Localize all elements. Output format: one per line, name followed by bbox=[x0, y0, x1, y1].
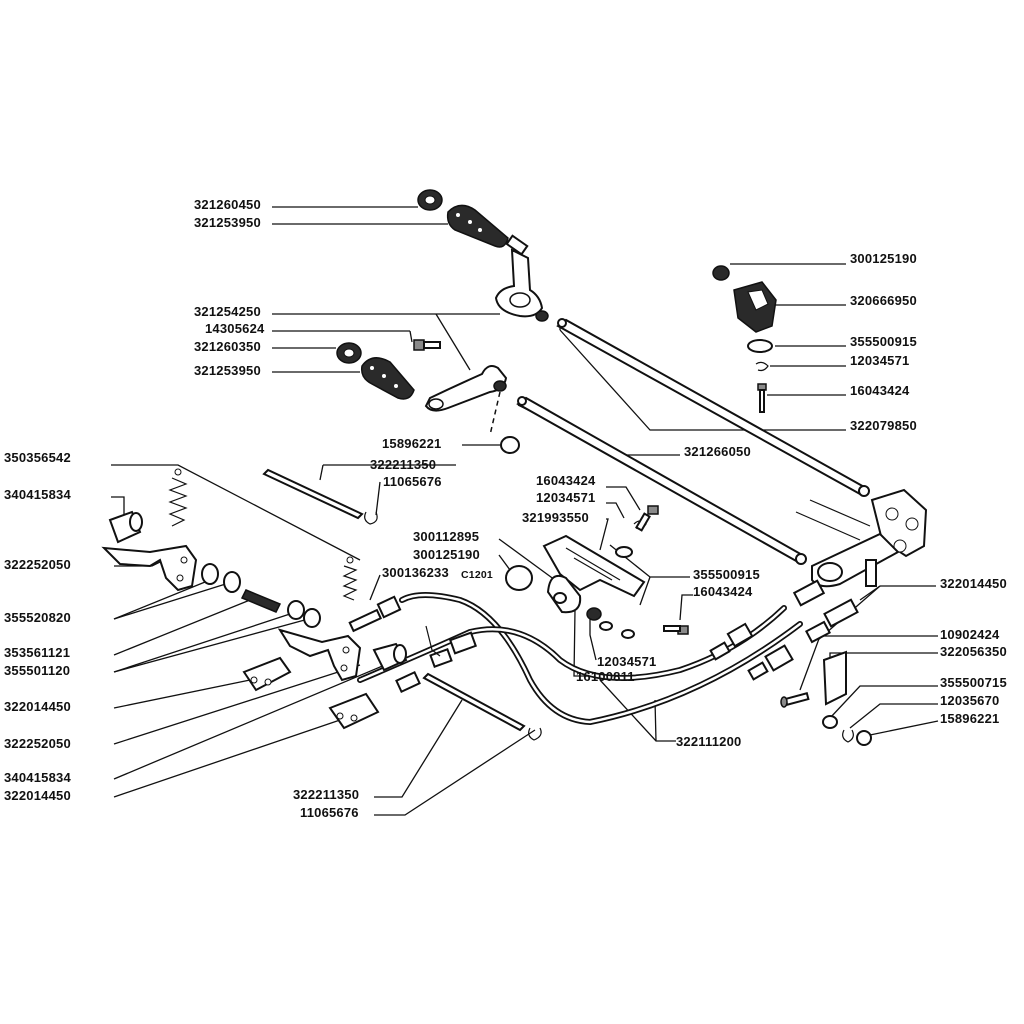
part-number-label: 16100811 bbox=[576, 669, 635, 684]
part-number-label: 14305624 bbox=[205, 321, 265, 336]
part-number-label: 321260450 bbox=[194, 197, 261, 212]
part-number-label: 300125190 bbox=[413, 547, 480, 562]
bolt-part bbox=[413, 339, 425, 351]
part-number-label: 16043424 bbox=[536, 473, 596, 488]
part-number-label: 322079850 bbox=[850, 418, 917, 433]
part-number-label: 321260350 bbox=[194, 339, 261, 354]
knob-part bbox=[446, 204, 509, 248]
part-number-label: 322111200 bbox=[676, 734, 742, 749]
left-parts bbox=[101, 468, 408, 730]
part-number-label: 355501120 bbox=[4, 663, 71, 678]
part-number-label: 12035670 bbox=[940, 693, 1000, 708]
clevis-part bbox=[328, 692, 380, 730]
center-bracket bbox=[505, 505, 689, 639]
part-number-label: 355500915 bbox=[850, 334, 917, 349]
part-number-label: 15896221 bbox=[940, 711, 1000, 726]
right-lower-parts bbox=[780, 650, 872, 746]
part-number-label: 321254250 bbox=[194, 304, 261, 319]
part-number-label: 11065676 bbox=[383, 474, 442, 489]
part-number-label: 322014450 bbox=[940, 576, 1007, 591]
part-number-label: 355500915 bbox=[693, 567, 760, 582]
part-number-label: 300112895 bbox=[413, 529, 480, 544]
part-number-label: 322211350 bbox=[293, 787, 360, 802]
part-number-label: 10902424 bbox=[940, 627, 1000, 642]
part-number-label: 16043424 bbox=[850, 383, 910, 398]
part-number-suffix-label: C1201 bbox=[461, 569, 493, 581]
part-number-label: 320666950 bbox=[850, 293, 917, 308]
part-number-label: 321253950 bbox=[194, 363, 261, 378]
part-number-label: 322252050 bbox=[4, 557, 71, 572]
part-number-label: 340415834 bbox=[4, 770, 71, 785]
part-number-label: 340415834 bbox=[4, 487, 71, 502]
lever-plate-part bbox=[277, 628, 362, 682]
part-number-label: 16043424 bbox=[693, 584, 753, 599]
selector-rods bbox=[516, 318, 870, 565]
part-number-label: 321993550 bbox=[522, 510, 589, 525]
part-number-label: 322014450 bbox=[4, 699, 71, 714]
part-number-label: 355500715 bbox=[940, 675, 1007, 690]
leader-lines bbox=[111, 206, 939, 816]
part-number-label: 12034571 bbox=[597, 654, 657, 669]
part-number-label: 322056350 bbox=[940, 644, 1007, 659]
part-number-label: 321266050 bbox=[684, 444, 751, 459]
part-number-label: 300125190 bbox=[850, 251, 917, 266]
lever-plate-part bbox=[101, 544, 198, 592]
bush-part bbox=[500, 436, 520, 454]
part-number-label: 350356542 bbox=[4, 450, 71, 465]
knob-part bbox=[360, 357, 415, 400]
nut-part bbox=[424, 195, 436, 205]
upper-lever-assembly bbox=[336, 189, 549, 454]
part-number-label: 12034571 bbox=[850, 353, 910, 368]
cables bbox=[348, 579, 859, 726]
right-upper-parts bbox=[712, 265, 928, 588]
part-number-label: 355520820 bbox=[4, 610, 71, 625]
part-number-label: 322014450 bbox=[4, 788, 71, 803]
part-number-label: 11065676 bbox=[300, 805, 359, 820]
part-number-label: 322211350 bbox=[370, 457, 437, 472]
short-rods bbox=[262, 468, 542, 741]
lever-arm-part bbox=[424, 365, 508, 412]
part-number-label: 353561121 bbox=[4, 645, 71, 660]
part-number-label: 321253950 bbox=[194, 215, 261, 230]
part-number-label: 15896221 bbox=[382, 436, 442, 451]
part-number-label: 322252050 bbox=[4, 736, 71, 751]
part-number-label: 12034571 bbox=[536, 490, 596, 505]
part-number-label: 300136233 bbox=[382, 565, 449, 580]
